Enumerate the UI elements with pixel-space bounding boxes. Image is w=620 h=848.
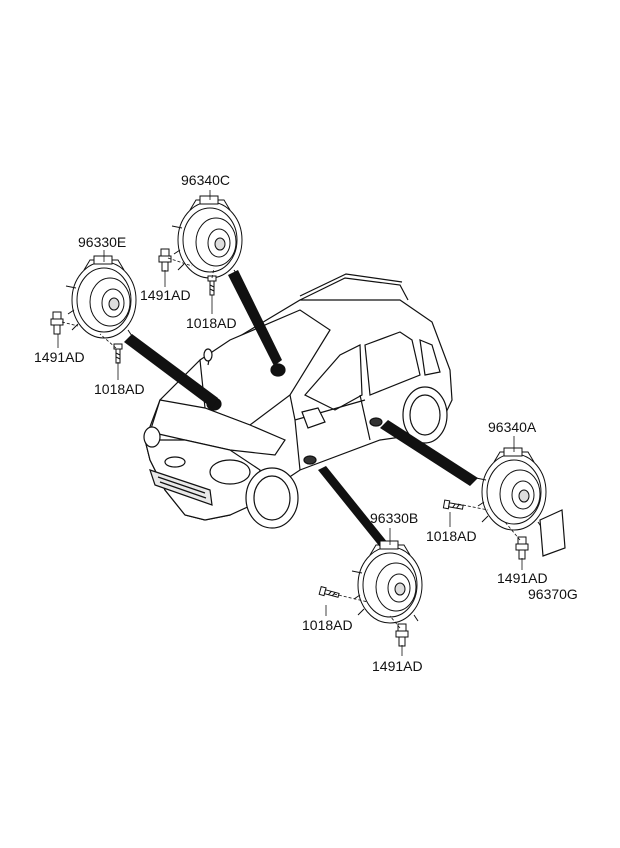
vehicle-illustration — [143, 273, 453, 529]
label-1491AD-c: 1491AD — [497, 570, 548, 586]
label-leaders — [57, 190, 523, 656]
clip-1491AD-b — [50, 311, 64, 335]
label-1018AD-c: 1018AD — [426, 528, 477, 544]
clip-1491AD-d — [395, 623, 409, 647]
label-96330E: 96330E — [78, 234, 127, 250]
label-96340A: 96340A — [488, 419, 537, 435]
leader-wedges — [124, 270, 478, 552]
speaker-96340A — [475, 447, 547, 531]
label-1491AD-d: 1491AD — [372, 658, 423, 674]
label-96330B: 96330B — [370, 510, 419, 526]
speaker-pad-96370G — [539, 509, 566, 557]
bolt-1018AD-d — [318, 586, 341, 600]
clip-1491AD-a — [158, 248, 172, 272]
speaker-96330B — [351, 540, 423, 624]
speaker-96330E — [65, 255, 137, 339]
speaker-96340C — [171, 195, 243, 279]
label-1018AD-b: 1018AD — [94, 381, 145, 397]
label-1018AD-d: 1018AD — [302, 617, 353, 633]
label-1491AD-b: 1491AD — [34, 349, 85, 365]
label-1491AD-a: 1491AD — [140, 287, 191, 303]
label-96340C: 96340C — [181, 172, 231, 188]
label-1018AD-a: 1018AD — [186, 315, 237, 331]
assembly-lines — [61, 257, 521, 629]
clip-1491AD-c — [515, 536, 529, 560]
label-96370G: 96370G — [528, 586, 578, 602]
bolt-1018AD-c — [442, 499, 464, 512]
bolt-1018AD-a — [207, 275, 217, 296]
